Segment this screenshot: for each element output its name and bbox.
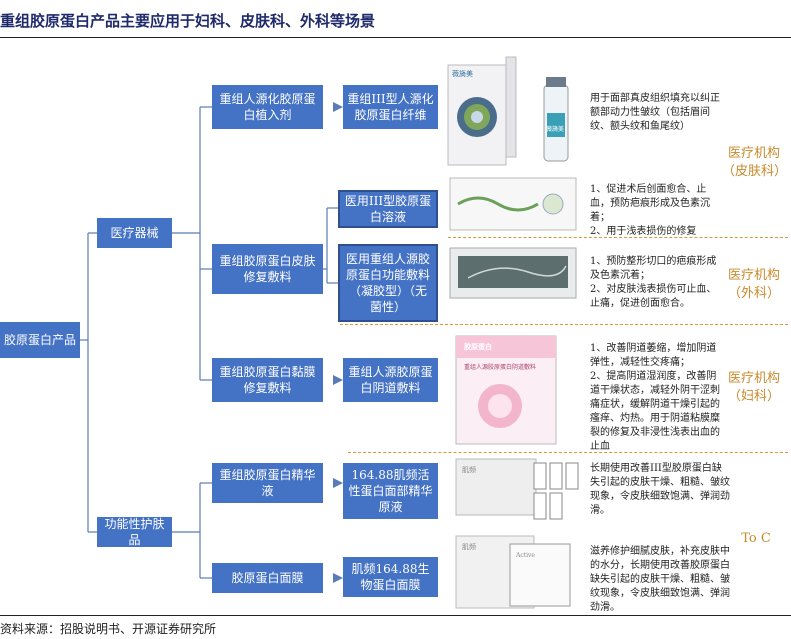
org-dermatology-label: 医疗机构 （皮肤科）	[722, 146, 788, 179]
solution-product-image	[448, 174, 578, 234]
footer-rule	[0, 615, 791, 616]
org-gynecology-label: 医疗机构 （妇科）	[727, 371, 780, 404]
vaginal-box-label-text: 重组人源胶原蛋白阴道敷料	[464, 364, 537, 371]
node-functional-dressing-gel: 医用重组人源胶原蛋白功能敷料（凝胶型）（无菌性）	[338, 244, 438, 322]
node-collagen-fiber: 重组III型人源化胶原蛋白纤维	[343, 85, 438, 129]
node-mucosa-repair-dressing: 重组胶原蛋白黏膜修复敷料	[212, 358, 323, 402]
mask-pouch-label-text: Active	[516, 552, 535, 559]
solution-description: 1、促进术后创面愈合、止血，预防疤痕形成及色素沉着； 2、用于浅表损伤的修复	[590, 184, 710, 237]
org-surgery-label: 医疗机构 （外科）	[727, 268, 780, 301]
to-c-label: To C	[741, 531, 771, 546]
vaginal-dressing-product-image: 胶原蛋白 重组人源胶原蛋白阴道敷料	[452, 326, 562, 448]
node-mask: 胶原蛋白面膜	[212, 563, 323, 593]
mask-description: 滋养修护细腻皮肤，补充皮肤中的水分，长期使用改善胶原蛋白缺失引起的皮肤干燥、粗糙…	[590, 546, 730, 613]
node-vaginal-dressing: 重组人源胶原蛋白阴道敷料	[343, 358, 438, 402]
mask-product-image: 肌频 Active	[452, 530, 582, 612]
implant-product-image: 薇旖美 薇旖美	[446, 55, 591, 170]
page-title: 重组胶原蛋白产品主要应用于妇科、皮肤科、外科等场景	[0, 12, 376, 30]
gel-description: 1、预防整形切口的疤痕形成及色素沉着； 2、对皮肤浅表损伤可止血、止痛，促进创面…	[590, 256, 717, 309]
dashed-separator	[340, 324, 788, 325]
node-implant: 重组人源化胶原蛋白植入剂	[212, 85, 323, 129]
node-functional-skincare: 功能性护肤品	[97, 517, 172, 547]
node-skin-repair-dressing: 重组胶原蛋白皮肤修复敷料	[212, 244, 323, 294]
mask-box-brand-text: 肌频	[462, 543, 476, 551]
node-serum: 重组胶原蛋白精华液	[212, 463, 323, 503]
essence-description: 长期使用改善III型胶原蛋白缺失引起的皮肤干燥、粗糙、皱纹现象，令皮肤细致饱满、…	[590, 463, 730, 516]
implant-box-brand-text: 薇旖美	[452, 70, 473, 78]
gel-dressing-product-image	[448, 244, 578, 306]
title-rule	[0, 37, 791, 38]
essence-product-image: 肌频	[452, 455, 582, 527]
node-medical-device: 医疗器械	[97, 218, 172, 248]
implant-vial-brand-text: 薇旖美	[546, 126, 565, 133]
vaginal-box-brand-text: 胶原蛋白	[464, 342, 492, 351]
fiber-description: 用于面部真皮组织填充以纠正额部动力性皱纹（包括眉间纹、额头纹和鱼尾纹）	[590, 93, 720, 132]
vaginal-dressing-description: 1、改善阴道萎缩，增加阴道弹性，减轻性交疼痛； 2、提高阴道湿润度，改善阴道干燥…	[590, 343, 720, 452]
node-facial-essence: 164.88肌频活性蛋白面部精华原液	[343, 463, 438, 519]
essence-box-brand-text: 肌频	[462, 466, 476, 474]
node-bio-protein-mask: 肌频164.88生物蛋白面膜	[343, 557, 438, 597]
dashed-separator	[348, 452, 788, 453]
root-node: 胶原蛋白产品	[0, 322, 80, 358]
node-collagen-solution: 医用III型胶原蛋白溶液	[338, 190, 438, 228]
source-note: 资料来源：招股说明书、开源证券研究所	[0, 622, 217, 636]
dashed-separator	[448, 237, 788, 238]
